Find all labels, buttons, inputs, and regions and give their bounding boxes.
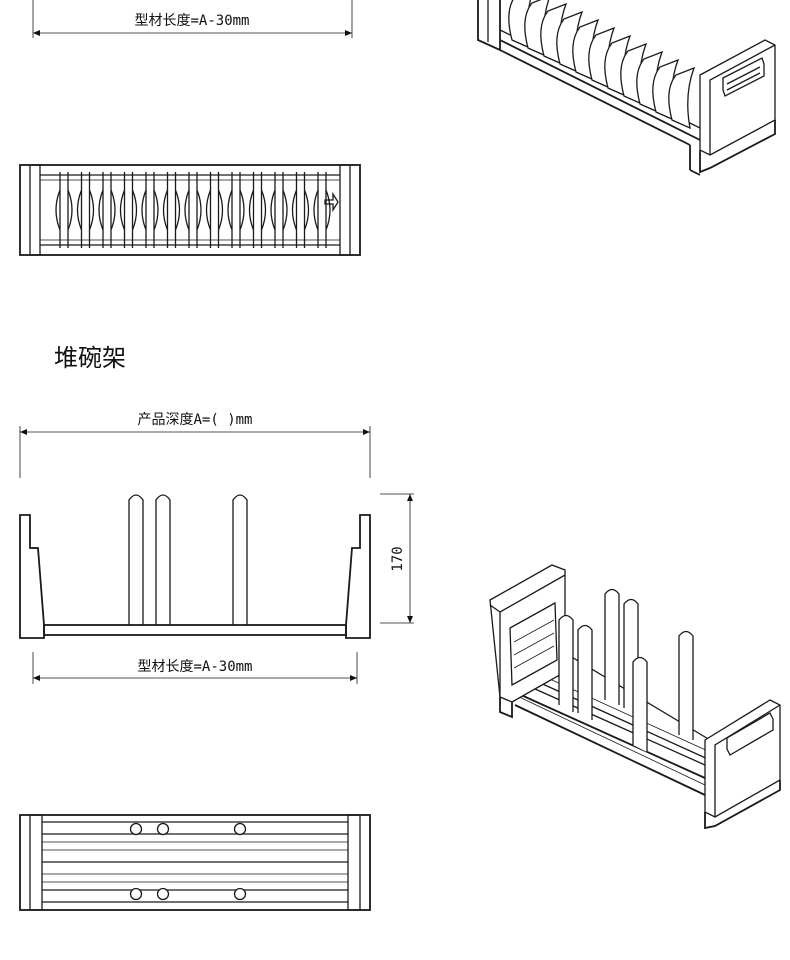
upper-length-dimension: 型材长度=A-30mm <box>32 0 353 38</box>
lower-profile-length-label: 型材长度=A-30mm <box>137 659 252 675</box>
height-label: 170 <box>390 546 406 571</box>
depth-label: 产品深度A=( )mm <box>137 412 252 428</box>
depth-dimension: 产品深度A=( )mm <box>19 412 371 478</box>
plate-divider <box>119 172 138 248</box>
upper-profile-length-label: 型材长度=A-30mm <box>134 13 249 29</box>
plate-divider <box>76 172 95 248</box>
bowl-rack-front-view: 170 <box>19 493 414 639</box>
plate-divider <box>227 172 245 248</box>
lower-length-dimension: 型材长度=A-30mm <box>32 652 358 684</box>
plate-divider <box>141 172 159 248</box>
plate-divider <box>248 172 267 248</box>
plate-divider <box>98 172 116 248</box>
plate-divider <box>184 172 202 248</box>
plate-rack-isometric-view <box>477 0 776 176</box>
bowl-rack-isometric-view <box>489 564 781 830</box>
plate-divider <box>162 172 181 248</box>
plate-divider <box>55 172 73 248</box>
plate-divider <box>205 172 224 248</box>
plate-divider <box>291 172 310 248</box>
plate-divider <box>313 172 331 248</box>
bowl-rack-title: 堆碗架 <box>54 344 126 372</box>
plate-slot <box>668 66 696 130</box>
plate-rack-top-view <box>19 164 361 256</box>
bowl-rack-top-view <box>19 814 371 911</box>
plate-divider <box>270 172 288 248</box>
